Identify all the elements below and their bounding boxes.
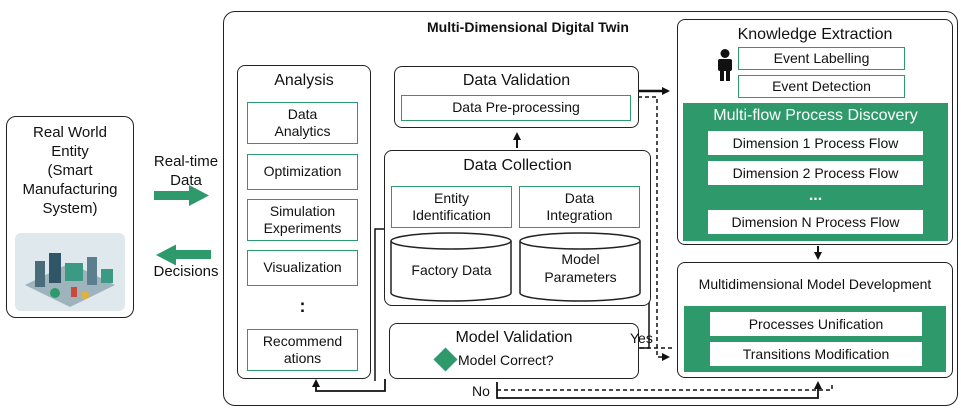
factory-data-cylinder-icon [390,232,512,302]
decisions-label: Decisions [153,263,219,280]
realtime-data-label: Real-time Data [153,153,219,189]
factory-illustration-icon [15,233,125,311]
dimension-2-flow-box: Dimension 2 Process Flow [708,161,923,185]
event-detection-box: Event Detection [738,75,905,98]
analysis-panel [237,65,371,379]
yes-label: Yes [630,330,653,346]
analysis-title: Analysis [274,72,334,89]
dimension-ellipsis: ... [808,187,823,204]
dashed-no-loop-line [497,383,833,391]
model-parameters-label: Model Parameters [544,251,617,285]
model-validation-panel [389,323,639,379]
realtime-data-arrow [154,185,209,206]
factory-data-label: Factory Data [411,262,492,278]
event-labelling-box: Event Labelling [738,47,905,70]
analysis-ellipsis: : [299,296,306,316]
data-collection-title: Data Collection [463,157,572,174]
digital-twin-title: Multi-Dimensional Digital Twin [427,19,629,35]
dimension-n-flow-box: Dimension N Process Flow [708,210,923,234]
process-discovery-title: Multi-flow Process Discovery [713,107,918,124]
knowledge-extraction-title: Knowledge Extraction [737,26,893,43]
model-parameters-cylinder-icon [519,232,641,302]
real-world-label: Real World Entity (Smart Manufacturing S… [22,124,118,217]
processes-unification-box: Processes Unification [710,312,922,336]
model-development-title: Multidimensional Model Development [698,276,932,292]
validation-to-analysis-arrow [312,379,386,392]
data-preprocessing-box: Data Pre-processing [401,95,631,121]
model-correct-question: Model Correct? [458,352,554,368]
model-validation-title: Model Validation [455,329,573,346]
analysis-item-visualization: Visualization [247,250,358,286]
data-validation-title: Data Validation [462,72,571,89]
digital-twin-panel [223,11,958,406]
real-world-entity-panel: Real World Entity (Smart Manufacturing S… [6,116,134,318]
person-icon [718,49,732,81]
analysis-item-optimization: Optimization [247,154,358,190]
dashed-validation-to-model-arrow [638,96,670,361]
decisions-arrow [156,244,211,266]
dimension-1-flow-box: Dimension 1 Process Flow [708,131,923,155]
no-label: No [472,383,490,399]
transitions-modification-box: Transitions Modification [710,342,922,366]
